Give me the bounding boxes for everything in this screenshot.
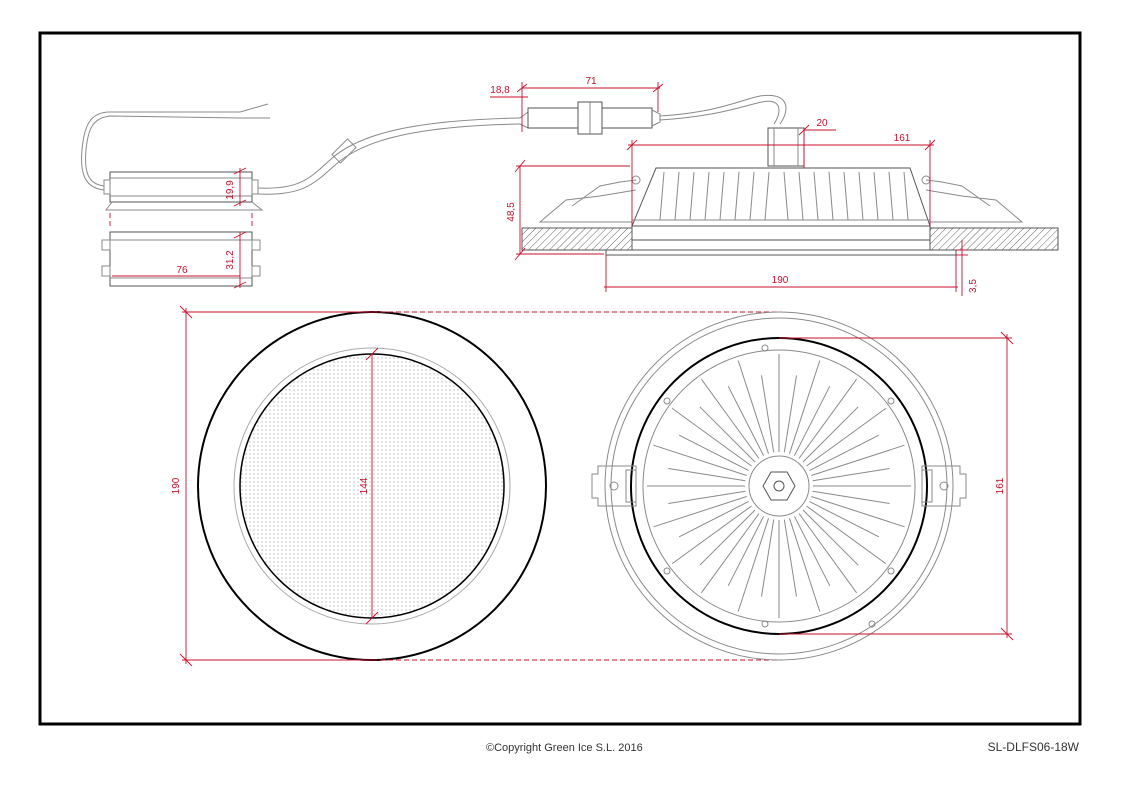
radial-fin xyxy=(812,468,890,482)
dim-driver-height: 19,9 xyxy=(225,180,236,200)
heatsink-fin xyxy=(659,171,665,221)
downlight-side-view xyxy=(521,127,1059,256)
heatsink-fin xyxy=(903,171,909,221)
heatsink-fin xyxy=(858,171,864,221)
dim-lens-diameter: 144 xyxy=(359,477,370,494)
radial-fin xyxy=(783,375,797,453)
radial-fin xyxy=(671,407,752,467)
downlight-rear-view xyxy=(591,311,967,661)
heatsink-fin xyxy=(704,171,710,221)
radial-fin xyxy=(653,496,747,528)
heatsink-fin xyxy=(798,171,804,221)
radial-fin xyxy=(806,505,887,565)
radial-fin xyxy=(793,516,831,587)
radial-fin xyxy=(727,516,765,587)
dim-frame-thickness: 3,5 xyxy=(968,279,979,293)
radial-fin xyxy=(668,490,746,504)
heatsink-fin xyxy=(764,171,770,221)
dim-connector-length: 71 xyxy=(585,76,597,87)
drawing-border xyxy=(38,31,1082,726)
radial-fin xyxy=(737,360,769,454)
driver-dimensions: 19,9 31,2 76 xyxy=(112,167,247,289)
heatsink-fin xyxy=(888,171,894,221)
dim-cable-offset: 20 xyxy=(816,118,828,129)
heatsink-fin xyxy=(843,171,849,221)
copyright-notice: ©Copyright Green Ice S.L. 2016 xyxy=(486,742,643,754)
radial-fin xyxy=(653,444,747,476)
heatsink-fin xyxy=(689,171,695,221)
radial-fin xyxy=(727,385,765,456)
radial-fin xyxy=(699,406,756,463)
radial-fin xyxy=(671,505,752,565)
driver-top-view xyxy=(101,213,261,287)
side-view-dimensions: 48,5 161 20 190 3,5 xyxy=(506,118,979,296)
radial-fin xyxy=(798,513,858,594)
radial-fin xyxy=(798,378,858,459)
radial-fin xyxy=(806,407,887,467)
radial-fin xyxy=(809,500,880,538)
radial-fin xyxy=(802,406,859,463)
radial-fin xyxy=(678,500,749,538)
radial-fin xyxy=(783,519,797,597)
connector-dimensions: 18,8 71 xyxy=(490,76,664,132)
heatsink-fin xyxy=(873,171,879,221)
model-code: SL-DLFS06-18W xyxy=(987,740,1079,754)
heatsink-fin xyxy=(783,171,789,221)
radial-fin xyxy=(699,509,756,566)
radial-fin xyxy=(700,513,760,594)
heatsink-fin xyxy=(828,171,834,221)
radial-fin xyxy=(793,385,831,456)
radial-fin xyxy=(811,444,905,476)
radial-fin xyxy=(802,509,859,566)
heatsink-fin xyxy=(749,171,755,221)
rear-view-dimensions: 161 xyxy=(779,331,1014,641)
heatsink-fin xyxy=(734,171,740,221)
radial-fin xyxy=(678,434,749,472)
radial-fin xyxy=(812,490,890,504)
radial-fin xyxy=(761,519,775,597)
radial-fin xyxy=(700,378,760,459)
radial-fin xyxy=(809,434,880,472)
front-view-dimensions: 190 144 xyxy=(171,305,782,667)
radial-fin xyxy=(789,360,821,454)
heatsink-fin xyxy=(674,171,680,221)
heatsink-fin xyxy=(719,171,725,221)
driver-side-view xyxy=(81,103,521,211)
radial-fin xyxy=(668,468,746,482)
dim-body-height: 48,5 xyxy=(506,202,517,222)
dim-driver-width: 31,2 xyxy=(225,250,236,270)
dim-driver-length: 76 xyxy=(176,265,188,276)
radial-fin xyxy=(761,375,775,453)
radial-fin xyxy=(737,518,769,612)
connector xyxy=(519,94,787,135)
heatsink-fin xyxy=(813,171,819,221)
dim-cutout-diameter: 161 xyxy=(894,133,911,144)
dim-connector-offset: 18,8 xyxy=(490,85,510,96)
radial-fin xyxy=(811,496,905,528)
dim-frame-diameter: 190 xyxy=(772,275,789,286)
dim-rear-diameter: 161 xyxy=(995,477,1006,494)
radial-fin xyxy=(789,518,821,612)
dim-front-diameter: 190 xyxy=(171,477,182,494)
